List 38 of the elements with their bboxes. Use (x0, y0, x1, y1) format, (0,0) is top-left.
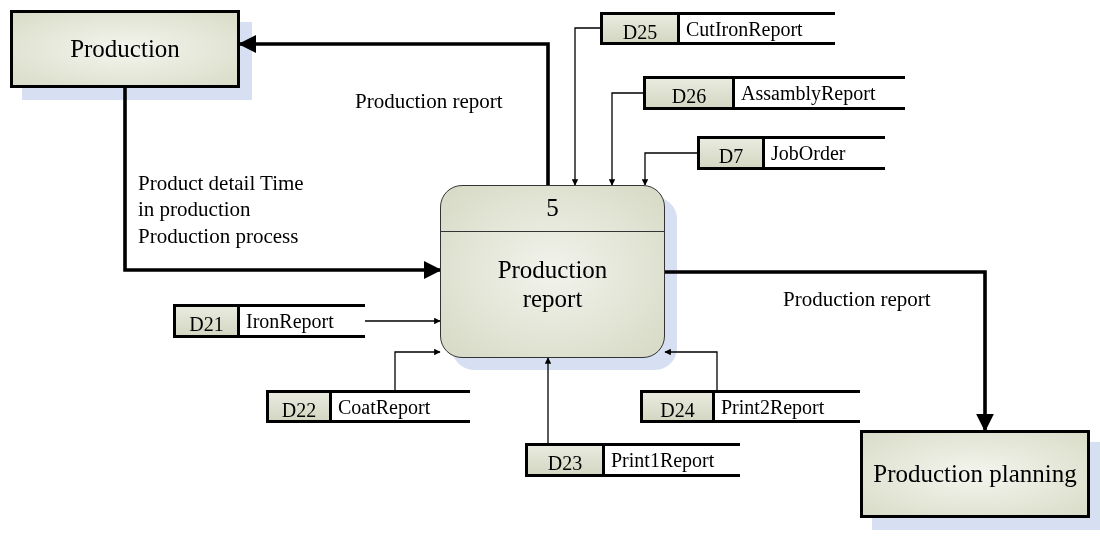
arrow (364, 317, 441, 325)
store-name: CutIronReport (686, 17, 803, 43)
data-store (266, 390, 470, 423)
entity-name: Production (70, 35, 180, 63)
store-id: D22 (266, 393, 332, 420)
store-name: Print2Report (721, 395, 825, 421)
arrow (394, 348, 441, 391)
entity-name: Production planning (873, 460, 1077, 488)
process-box (440, 185, 665, 358)
store-name: IronReport (246, 309, 334, 335)
arrow (641, 152, 698, 186)
store-name: JobOrder (771, 141, 846, 166)
store-id: D23 (525, 446, 605, 474)
arrow (544, 357, 552, 444)
store-name: CoatReport (338, 395, 431, 421)
arrow (665, 270, 994, 432)
store-id: D7 (697, 139, 765, 167)
store-id: D24 (640, 393, 715, 420)
store-id: D21 (173, 307, 240, 335)
external-entity-box (10, 10, 240, 88)
data-store (173, 304, 365, 338)
store-name: AssamblyReport (741, 81, 876, 107)
data-store (643, 76, 905, 110)
data-store (600, 12, 835, 45)
arrow (664, 348, 718, 391)
arrow (123, 88, 442, 279)
data-store (697, 136, 885, 170)
data-store (640, 390, 860, 423)
arrow (571, 27, 601, 186)
process-number: 5 (441, 186, 664, 232)
external-entity-box (860, 430, 1090, 518)
arrow (238, 35, 550, 185)
process-name: Production report (496, 256, 609, 314)
store-id: D26 (643, 79, 735, 107)
arrow (608, 92, 644, 186)
data-store (525, 443, 740, 477)
store-name: Print1Report (611, 448, 715, 474)
store-id: D25 (600, 15, 680, 42)
